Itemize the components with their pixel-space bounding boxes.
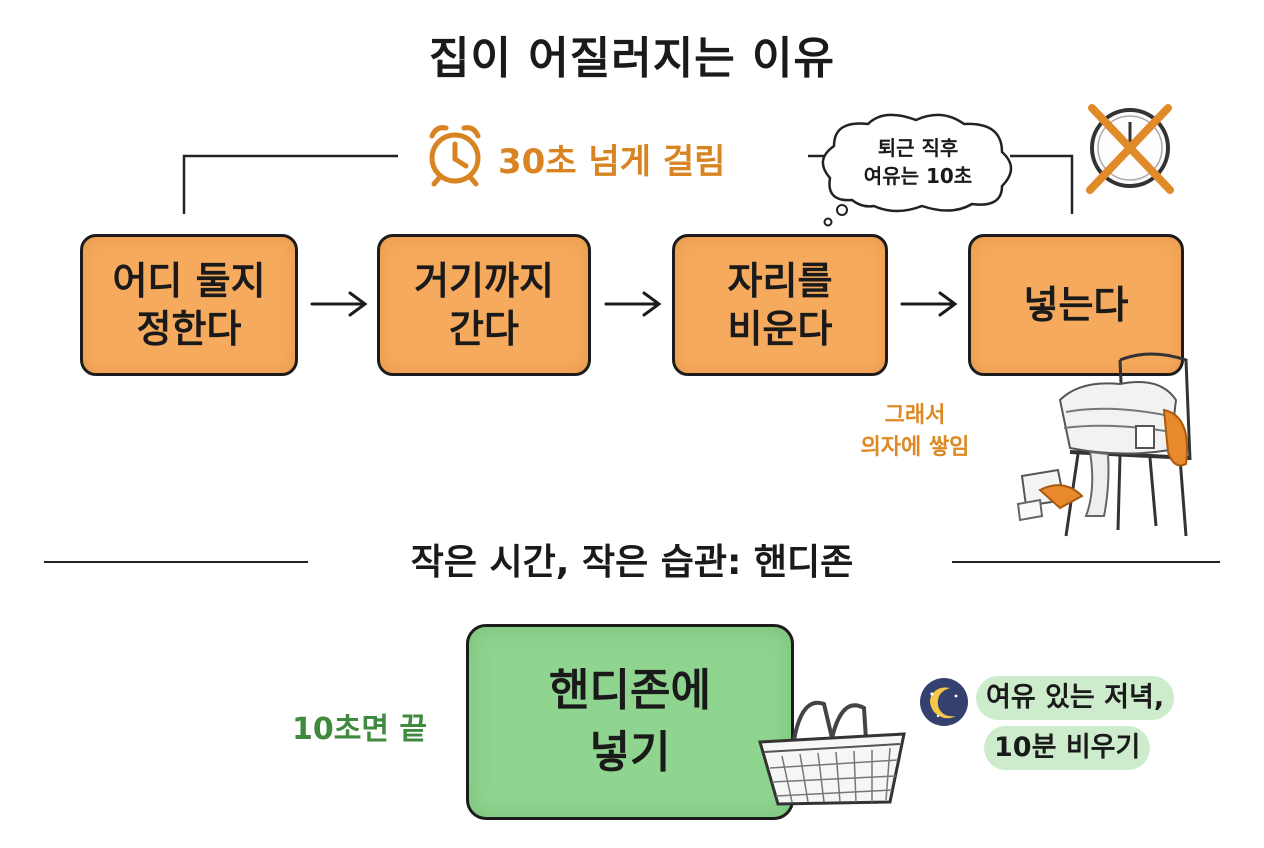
step-put-in: 넣는다 (968, 234, 1184, 376)
section-title: 작은 시간, 작은 습관: 핸디존 (410, 542, 854, 583)
arrow-1 (310, 291, 368, 317)
step-3-line-2: 비운다 (727, 307, 833, 351)
arrow-2 (604, 291, 662, 317)
step-4-line-1: 넣는다 (1023, 283, 1129, 327)
basket-icon (758, 700, 906, 806)
evening-line-1: 여유 있는 저녁, (976, 676, 1175, 720)
handy-zone-box: 핸디존에 넣기 (466, 624, 794, 820)
crossed-clock-icon (1086, 104, 1174, 194)
step-1-line-1: 어디 둘지 (112, 259, 266, 303)
chair-clothes-illustration (1016, 352, 1192, 537)
step-3-line-1: 자리를 (727, 259, 833, 303)
evening-line-2: 10분 비우기 (984, 726, 1151, 770)
handy-line-1: 핸디존에 (549, 665, 711, 716)
moon-icon (920, 678, 968, 726)
chair-note: 그래서 의자에 쌓임 (830, 400, 1000, 464)
thought-bubble (821, 113, 1013, 227)
handy-line-2: 넣기 (589, 727, 671, 778)
step-1-line-2: 정한다 (136, 307, 242, 351)
thought-line-2: 여유는 10초 (863, 164, 973, 188)
thought-line-1: 퇴근 직후 (877, 136, 959, 160)
thought-text: 퇴근 직후 여유는 10초 (830, 134, 1006, 190)
step-2-line-1: 거기까지 (414, 259, 554, 303)
step-2-line-2: 간다 (449, 307, 519, 351)
alarm-clock-icon (429, 125, 481, 187)
arrow-3 (900, 291, 958, 317)
ten-seconds-label: 10초면 끝 (292, 712, 427, 747)
page-title: 집이 어질러지는 이유 (429, 33, 835, 84)
chair-note-line-1: 그래서 (884, 403, 946, 428)
timer-label: 30초 넘게 걸림 (498, 142, 726, 182)
chair-note-line-2: 의자에 쌓임 (860, 435, 970, 460)
